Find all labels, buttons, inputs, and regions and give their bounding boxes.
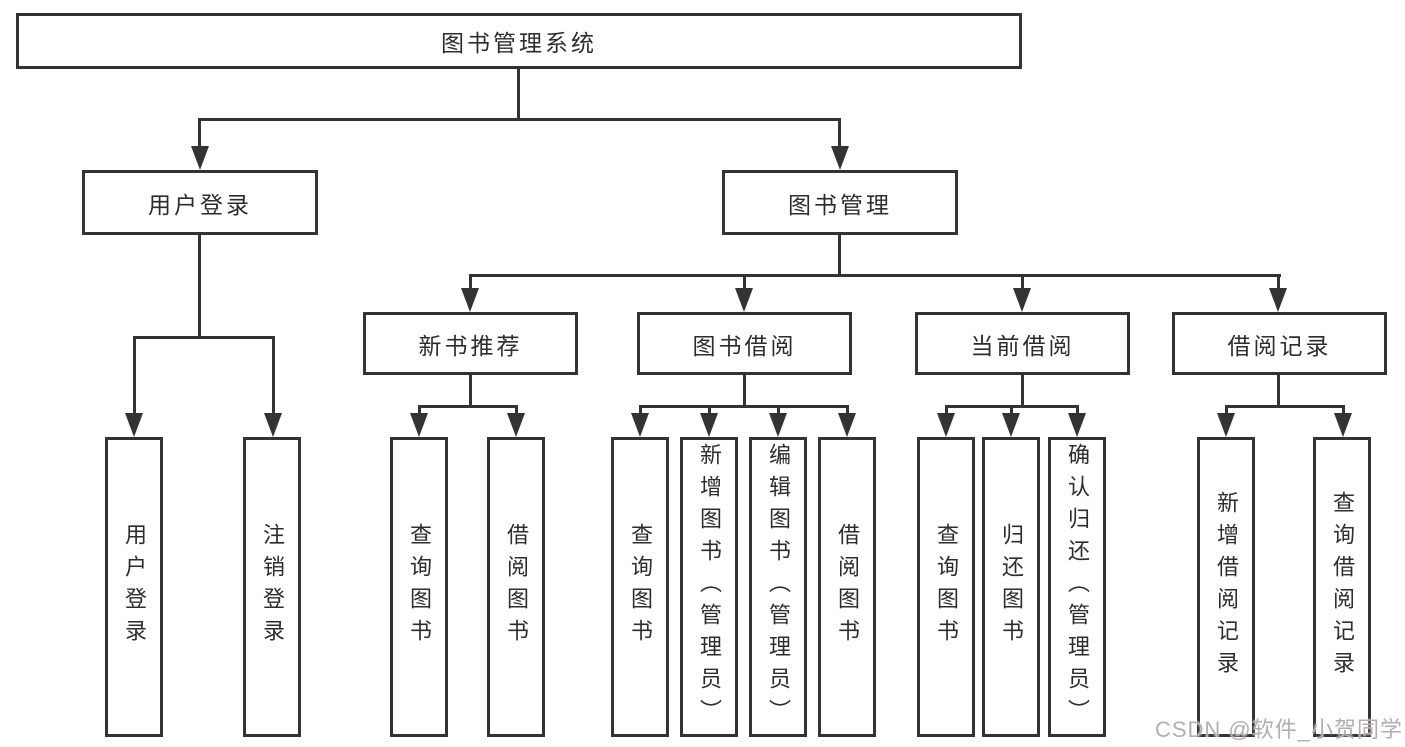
node-borrow-records: 借阅记录 [1172, 312, 1387, 375]
connector-borrowing-c4-stem [846, 405, 849, 417]
arrow-recommend-query [410, 413, 428, 437]
connector-recommend-bar [418, 405, 518, 408]
node-login-action-label: 用户登录 [122, 523, 147, 651]
node-current-query-books-label: 查询图书 [934, 523, 959, 651]
node-borrowing-query-books: 查询图书 [611, 437, 669, 737]
node-new-book-recommend-label: 新书推荐 [418, 332, 523, 359]
node-current-confirm-return-admin: 确认归还（管理员） [1048, 437, 1106, 737]
arrow-to-logout-action [264, 413, 282, 437]
arrow-to-new-book-recommend [461, 288, 479, 312]
connector-recommend-stem [469, 274, 472, 292]
node-login-action: 用户登录 [105, 437, 163, 737]
node-borrowing-edit-books-admin: 编辑图书（管理员） [749, 437, 807, 737]
arrow-borrowing-borrow [838, 413, 856, 437]
connector-login-stem [198, 118, 201, 148]
node-recommend-query-books: 查询图书 [390, 437, 448, 737]
connector-current-stem [1021, 274, 1024, 292]
connector-login-children-bar [133, 336, 275, 339]
node-records-query-record-label: 查询借阅记录 [1330, 491, 1355, 683]
node-user-login-label: 用户登录 [148, 191, 252, 218]
connector-records-c1-stem [1225, 405, 1228, 417]
node-current-return-books: 归还图书 [982, 437, 1040, 737]
connector-records-c2-stem [1342, 405, 1345, 417]
node-current-borrow: 当前借阅 [915, 312, 1130, 375]
node-borrowing-borrow-books: 借阅图书 [818, 437, 876, 737]
arrow-to-borrow-records [1269, 288, 1287, 312]
arrow-current-return [1002, 413, 1020, 437]
connector-borrowing-c1-stem [639, 405, 642, 417]
connector-recommend-c1-stem [418, 405, 421, 417]
node-records-query-record: 查询借阅记录 [1313, 437, 1371, 737]
arrow-to-book-borrowing [735, 288, 753, 312]
connector-current-c1-stem [945, 405, 948, 417]
node-borrow-records-label: 借阅记录 [1227, 332, 1332, 359]
node-recommend-borrow-books: 借阅图书 [487, 437, 545, 737]
node-borrowing-add-books-admin-label: 新增图书（管理员） [697, 443, 722, 731]
arrow-to-user-login [191, 146, 209, 170]
connector-mgmt-stem [838, 118, 841, 148]
connector-root-stem [517, 69, 520, 121]
connector-recommend-down [469, 375, 472, 407]
arrow-current-query [937, 413, 955, 437]
arrow-borrowing-add [700, 413, 718, 437]
node-current-borrow-label: 当前借阅 [970, 332, 1075, 359]
arrow-to-book-mgmt [831, 146, 849, 170]
node-records-add-record-label: 新增借阅记录 [1214, 491, 1239, 683]
node-book-borrowing: 图书借阅 [637, 312, 852, 375]
node-book-mgmt: 图书管理 [722, 170, 958, 235]
connector-borrowing-stem [743, 274, 746, 292]
node-current-return-books-label: 归还图书 [999, 523, 1024, 651]
connector-borrowing-bar [639, 405, 849, 408]
connector-borrowing-down [743, 375, 746, 407]
node-recommend-query-books-label: 查询图书 [407, 523, 432, 651]
connector-login-child1-stem [133, 336, 136, 416]
connector-level3-bar [469, 274, 1281, 277]
connector-borrowing-c3-stem [777, 405, 780, 417]
csdn-watermark: CSDN @软件_小贺同学 [1154, 717, 1403, 742]
node-logout-action-label: 注销登录 [260, 523, 285, 651]
connector-login-child2-stem [272, 336, 275, 416]
connector-records-bar [1225, 405, 1345, 408]
arrow-current-confirm [1068, 413, 1086, 437]
node-borrowing-query-books-label: 查询图书 [628, 523, 653, 651]
connector-borrowing-c2-stem [708, 405, 711, 417]
node-root: 图书管理系统 [16, 13, 1022, 69]
connector-current-c2-stem [1010, 405, 1013, 417]
node-borrowing-add-books-admin: 新增图书（管理员） [680, 437, 738, 737]
node-borrowing-borrow-books-label: 借阅图书 [835, 523, 860, 651]
node-root-label: 图书管理系统 [441, 30, 597, 56]
arrow-to-login-action [125, 413, 143, 437]
arrow-records-add [1217, 413, 1235, 437]
connector-records-stem [1277, 274, 1280, 292]
node-logout-action: 注销登录 [243, 437, 301, 737]
connector-recommend-c2-stem [515, 405, 518, 417]
node-new-book-recommend: 新书推荐 [363, 312, 578, 375]
connector-login-down [198, 235, 201, 339]
connector-records-down [1277, 375, 1280, 407]
connector-current-c3-stem [1076, 405, 1079, 417]
node-book-borrowing-label: 图书借阅 [692, 332, 797, 359]
arrow-recommend-borrow [507, 413, 525, 437]
node-recommend-borrow-books-label: 借阅图书 [504, 523, 529, 651]
connector-current-down [1021, 375, 1024, 407]
node-current-confirm-return-admin-label: 确认归还（管理员） [1065, 443, 1090, 731]
node-records-add-record: 新增借阅记录 [1197, 437, 1255, 737]
arrow-borrowing-edit [769, 413, 787, 437]
connector-level2-bar [198, 118, 841, 121]
connector-mgmt-down [838, 235, 841, 277]
node-current-query-books: 查询图书 [917, 437, 975, 737]
arrow-to-current-borrow [1013, 288, 1031, 312]
arrow-records-query [1334, 413, 1352, 437]
node-user-login: 用户登录 [82, 170, 318, 235]
arrow-borrowing-query [631, 413, 649, 437]
node-book-mgmt-label: 图书管理 [788, 191, 892, 218]
node-borrowing-edit-books-admin-label: 编辑图书（管理员） [766, 443, 791, 731]
